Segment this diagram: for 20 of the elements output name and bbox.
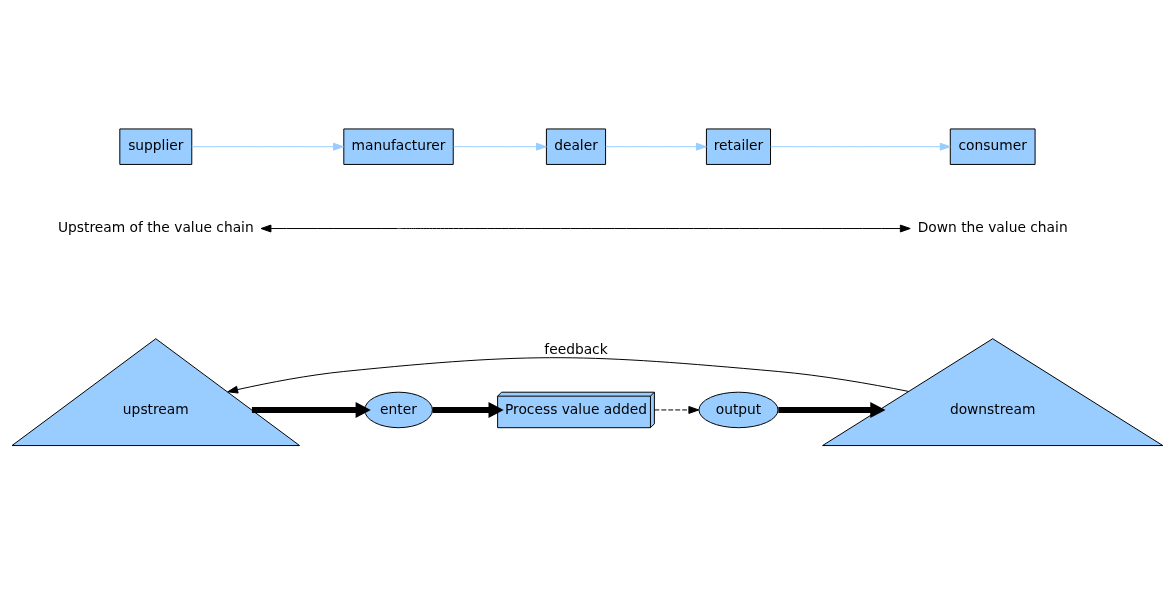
node-box: consumer xyxy=(949,128,1036,165)
arrow xyxy=(191,142,344,151)
arrow xyxy=(227,357,910,394)
arrow xyxy=(770,142,951,151)
node-box: manufacturer xyxy=(343,128,454,165)
node-box: retailer xyxy=(705,128,771,165)
node-box: supplier xyxy=(119,128,193,165)
node-text: Upstream of the value chain xyxy=(57,219,254,236)
arrow xyxy=(432,401,504,418)
arrow xyxy=(251,401,371,418)
arrow xyxy=(605,142,707,151)
edge-label: feedback xyxy=(544,340,608,357)
arrow xyxy=(453,142,547,151)
arrow xyxy=(778,401,886,418)
arrow xyxy=(653,406,700,414)
node-text: Down the value chain xyxy=(917,219,1068,236)
node-ellipse: output xyxy=(698,391,779,429)
node-ellipse: enter xyxy=(364,391,433,429)
node-box: dealer xyxy=(545,128,607,165)
arrow xyxy=(260,224,911,233)
